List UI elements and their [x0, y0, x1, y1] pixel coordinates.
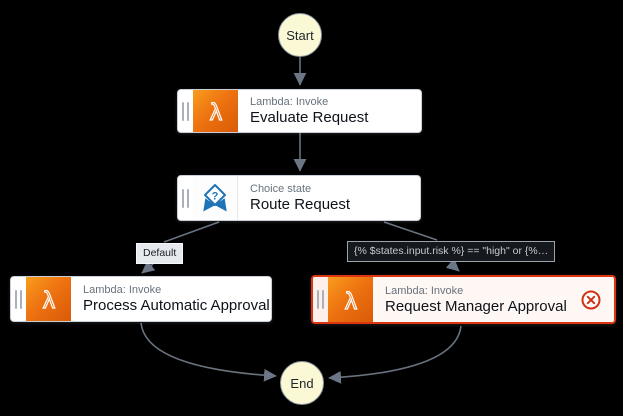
drag-handle[interactable] [11, 277, 26, 321]
error-status [580, 277, 614, 322]
lambda-icon: λ [328, 277, 373, 322]
default-rule-label[interactable]: Default [136, 243, 184, 264]
end-node[interactable]: End [280, 361, 324, 405]
choice-icon: ? [193, 176, 238, 220]
state-name: Route Request [250, 196, 351, 213]
lambda-icon: λ [193, 90, 238, 132]
lambda-icon: λ [26, 277, 71, 321]
edge-auto-end [140, 322, 277, 382]
state-process-automatic-approval[interactable]: λ Lambda: Invoke Process Automatic Appro… [10, 276, 272, 322]
state-request-manager-approval[interactable]: λ Lambda: Invoke Request Manager Approva… [311, 275, 616, 324]
svg-text:λ: λ [210, 99, 222, 126]
start-node[interactable]: Start [278, 13, 322, 57]
state-type-label: Lambda: Invoke [83, 284, 162, 296]
state-type-label: Lambda: Invoke [385, 284, 464, 297]
state-route-request[interactable]: ? Choice state Route Request [177, 175, 421, 221]
svg-text:λ: λ [43, 287, 55, 314]
state-type-label: Lambda: Invoke [250, 96, 329, 108]
condition-rule-label[interactable]: {% $states.input.risk %} == "high" or {%… [347, 241, 556, 262]
end-label: End [290, 375, 314, 391]
edge-route-condition-label [383, 221, 438, 241]
svg-text:?: ? [212, 191, 219, 203]
drag-handle[interactable] [178, 176, 193, 220]
start-label: Start [286, 27, 314, 43]
svg-text:λ: λ [345, 288, 357, 315]
edge-manager-end [328, 325, 462, 384]
edge-condition-label-manager [445, 258, 460, 272]
drag-handle[interactable] [313, 277, 328, 322]
state-name: Request Manager Approval [385, 297, 567, 315]
error-icon [581, 290, 601, 309]
state-name: Evaluate Request [250, 109, 369, 126]
state-name: Process Automatic Approval [83, 297, 270, 314]
edge-route-default-label [163, 221, 220, 243]
state-type-label: Choice state [250, 183, 312, 195]
drag-handle[interactable] [178, 90, 193, 132]
edge-default-label-auto [141, 260, 156, 274]
state-evaluate-request[interactable]: λ Lambda: Invoke Evaluate Request [177, 89, 422, 133]
